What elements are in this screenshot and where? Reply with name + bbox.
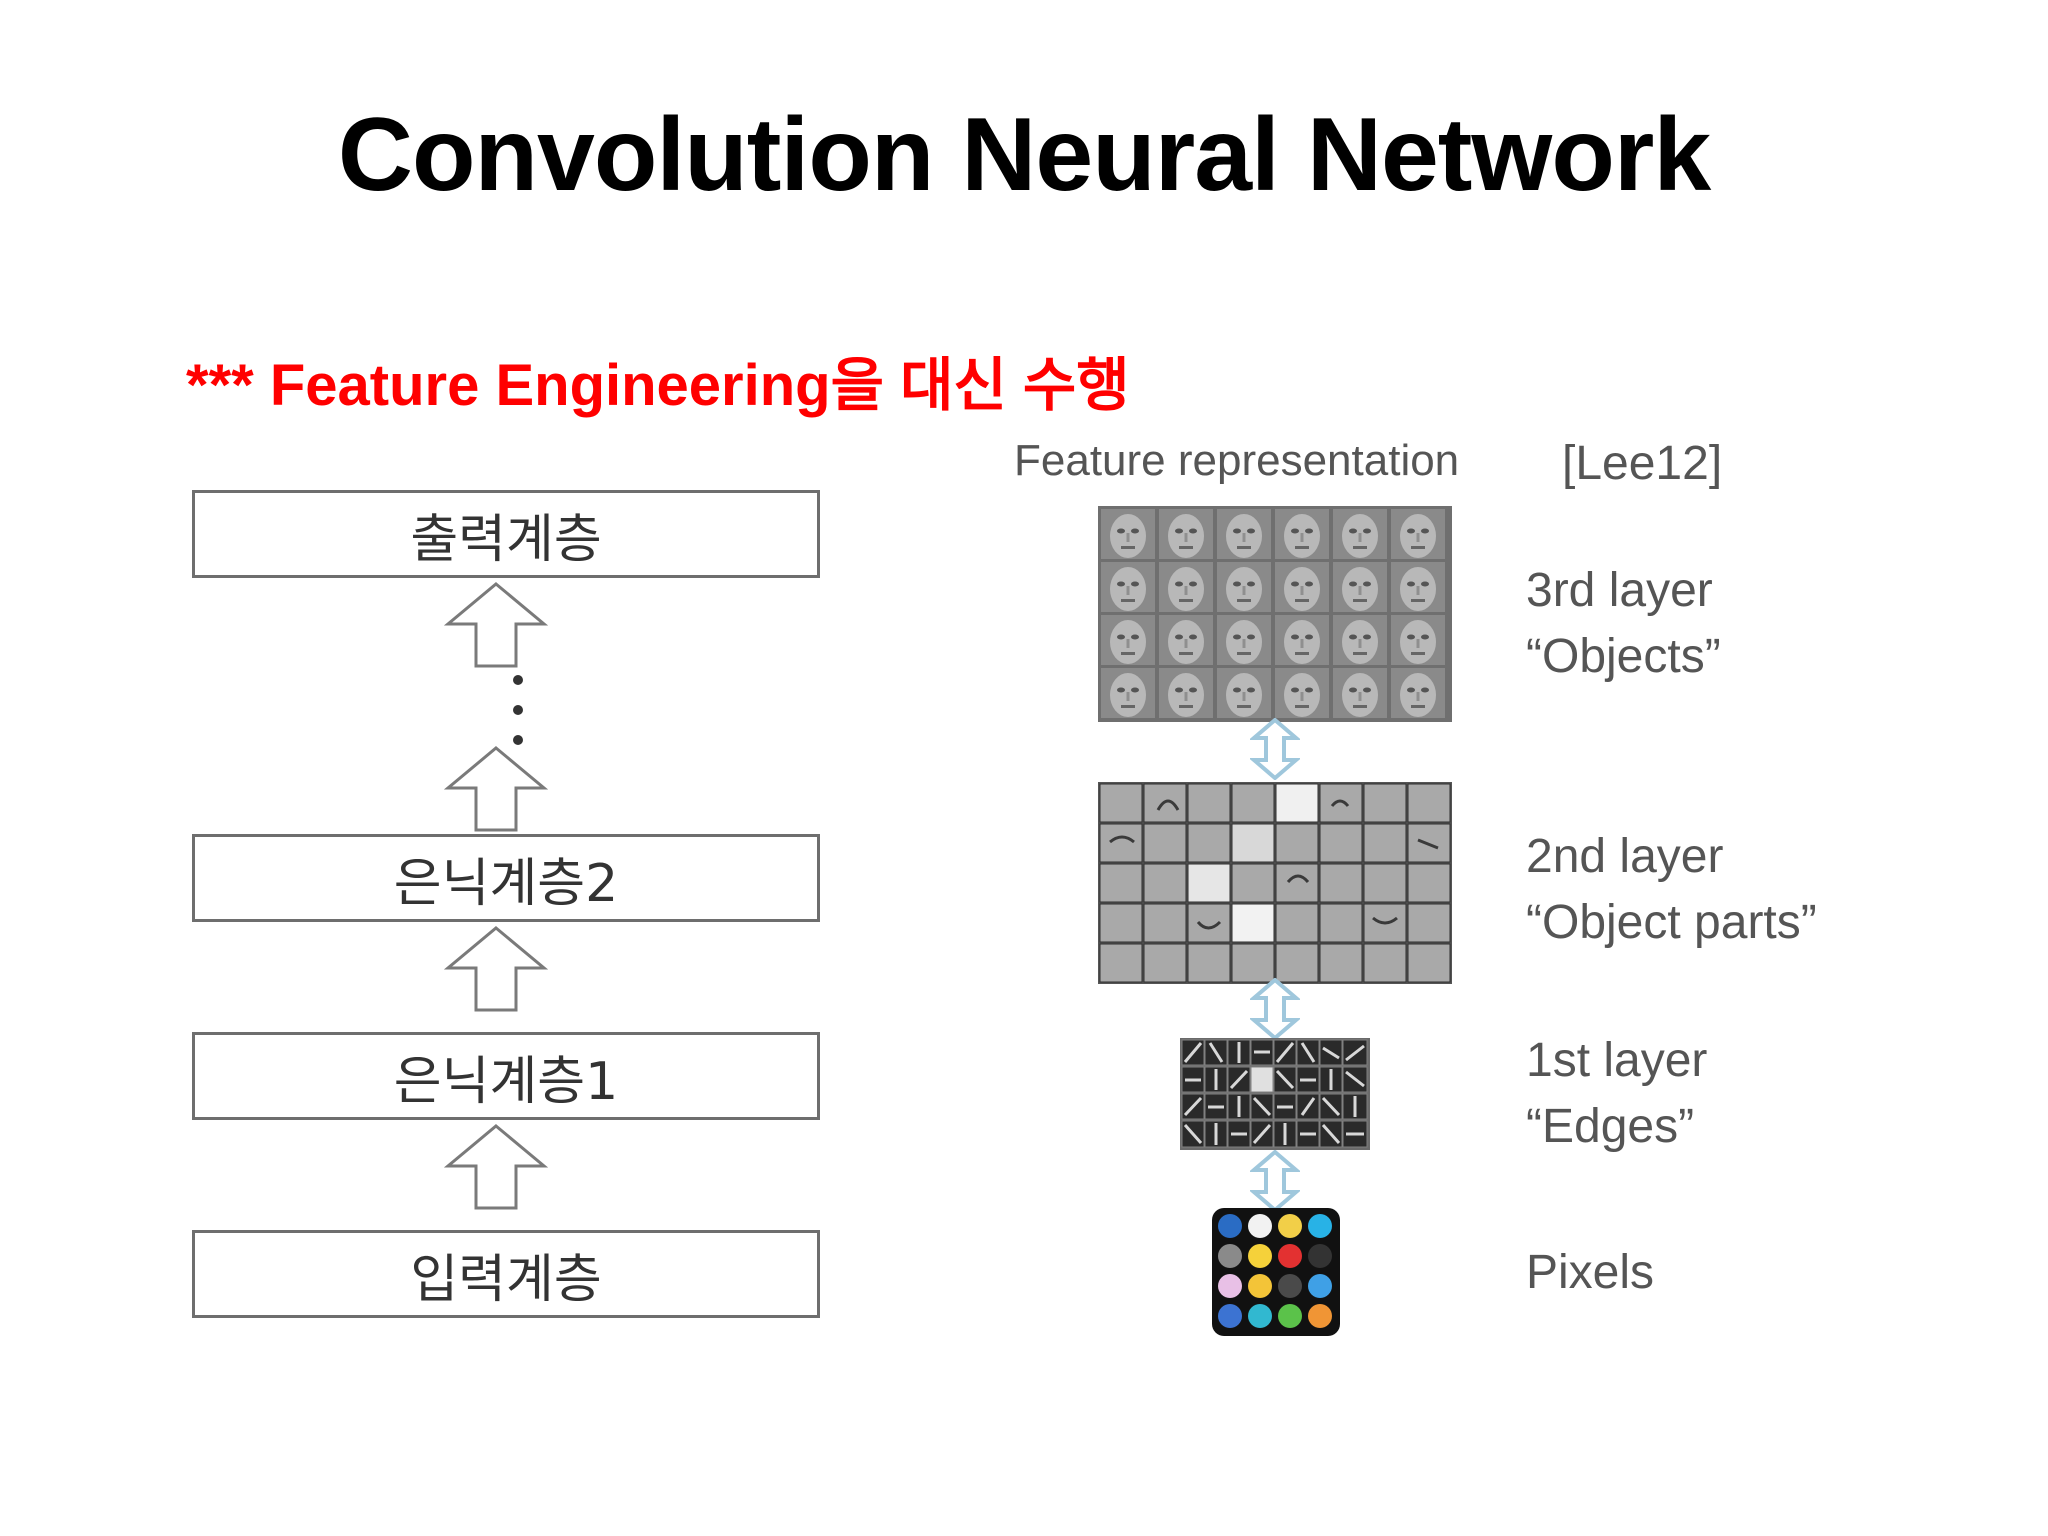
second-layer-title: 2nd layer xyxy=(1526,830,1724,883)
feature-representation-heading: Feature representation xyxy=(1014,436,1460,485)
up-arrow-icon xyxy=(444,1124,548,1210)
pixel-dot xyxy=(1278,1304,1302,1328)
pixel-dot xyxy=(1248,1304,1272,1328)
pixel-dot xyxy=(1308,1214,1332,1238)
third-layer-title: 3rd layer xyxy=(1526,564,1713,617)
pixels-title: Pixels xyxy=(1526,1246,1655,1299)
pixel-dot xyxy=(1218,1214,1242,1238)
ellipsis-icon xyxy=(513,675,523,745)
bidirectional-arrow-icon xyxy=(1250,718,1300,780)
pixel-dot xyxy=(1248,1244,1272,1268)
first-layer-title: 1st layer xyxy=(1526,1034,1708,1087)
pixel-dot xyxy=(1278,1274,1302,1298)
up-arrow-icon xyxy=(444,926,548,1012)
up-arrow-icon xyxy=(444,746,548,832)
object-parts-feature-image xyxy=(1098,782,1452,984)
input-layer-box: 입력계층 xyxy=(192,1230,820,1318)
bidirectional-arrow-icon xyxy=(1250,1150,1300,1212)
third-layer-label: 3rd layer “Objects” xyxy=(1526,558,1721,690)
slide-title: Convolution Neural Network xyxy=(337,97,1711,213)
pixel-dot xyxy=(1218,1274,1242,1298)
slide-subtitle: *** Feature Engineering을 대신 수행 xyxy=(186,353,1130,418)
pixel-dot xyxy=(1248,1274,1272,1298)
first-layer-label: 1st layer “Edges” xyxy=(1526,1028,1707,1160)
bidirectional-arrow-icon xyxy=(1250,978,1300,1040)
third-layer-caption: “Objects” xyxy=(1526,630,1721,683)
first-layer-caption: “Edges” xyxy=(1526,1100,1695,1153)
pixels-image xyxy=(1212,1208,1340,1336)
objects-feature-image xyxy=(1098,506,1452,722)
pixel-dot xyxy=(1218,1244,1242,1268)
up-arrow-icon xyxy=(444,582,548,668)
reference-citation: [Lee12] xyxy=(1562,437,1723,490)
pixel-dot xyxy=(1308,1274,1332,1298)
second-layer-label: 2nd layer “Object parts” xyxy=(1526,824,1817,956)
second-layer-caption: “Object parts” xyxy=(1526,896,1817,949)
pixel-dot xyxy=(1308,1304,1332,1328)
output-layer-box: 출력계층 xyxy=(192,490,820,578)
hidden-layer-2-box: 은닉계층2 xyxy=(192,834,820,922)
pixel-dot xyxy=(1218,1304,1242,1328)
hidden-layer-1-box: 은닉계층1 xyxy=(192,1032,820,1120)
edges-feature-image xyxy=(1180,1038,1370,1150)
pixel-dot xyxy=(1278,1244,1302,1268)
pixel-dot xyxy=(1248,1214,1272,1238)
pixels-label: Pixels xyxy=(1526,1240,1654,1306)
pixel-dot xyxy=(1278,1214,1302,1238)
pixel-dot xyxy=(1308,1244,1332,1268)
